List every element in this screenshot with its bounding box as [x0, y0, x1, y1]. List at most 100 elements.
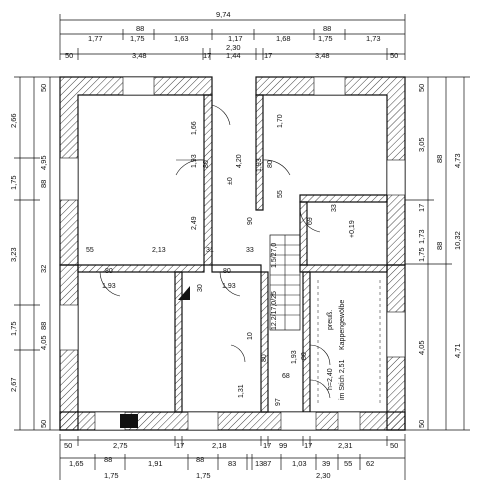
window-10 [337, 411, 361, 431]
bottom2-dim-2: 88 [104, 455, 112, 464]
bottom2-dim-9: 39 [322, 459, 330, 468]
label-w33b: 33 [331, 204, 338, 212]
top2-dim-6: 17 [264, 51, 272, 60]
top-dim-sub-1: 1,75 [130, 34, 145, 43]
inner-wall-middle-left [77, 264, 205, 273]
right-outer-3: 4,71 [453, 343, 462, 358]
top2-dim-5: 1,44 [226, 51, 241, 60]
top2-dim-8: 50 [390, 51, 398, 60]
left-outer-4: 1,75 [9, 321, 18, 336]
vault-dashed-lines [317, 280, 381, 405]
right-inner-2: 3,05 [417, 137, 426, 152]
room-labels: 1,66 80 1,93 1,70 1,93 80 4,20 ±0 +0,19 … [86, 114, 356, 406]
left-inner-3: 88 [39, 180, 48, 188]
label-w249: 2,49 [191, 216, 198, 230]
bottom2-dim-1: 1,65 [69, 459, 84, 468]
bottom-dim-8: 2,31 [338, 441, 353, 450]
inner-wall-middle-right [299, 264, 388, 273]
label-r1-d: 80 [203, 160, 210, 168]
bottom2-sub-2: 1,75 [196, 471, 211, 480]
outer-wall-top-left [59, 76, 213, 266]
top-dim-1: 1,77 [88, 34, 103, 43]
bottom-dim-2: 2,75 [113, 441, 128, 450]
inner-wall-lower-3 [302, 271, 311, 413]
right-inner-1: 50 [417, 84, 426, 92]
label-w33: 33 [246, 247, 254, 254]
label-r2-d2: 80 [267, 160, 274, 168]
window-4 [59, 304, 79, 351]
label-w90: 90 [247, 217, 254, 225]
bottom2-sub-3: 2,30 [316, 471, 331, 480]
right-dimension-chain: 50 3,05 17 1,73 1,75 4,05 50 88 88 4,73 … [405, 76, 470, 431]
inner-wall-lower-2 [260, 271, 269, 413]
label-w213: 2,13 [152, 247, 166, 254]
left-inner-6: 88 [39, 322, 48, 330]
left-outer-3: 3,23 [9, 247, 18, 262]
doors [99, 104, 331, 399]
label-stair-top: 1.5/27,0 [271, 243, 278, 268]
label-w193b: 1,93 [222, 283, 236, 290]
windows [59, 76, 406, 431]
top-dimension-chain: 9,74 1,77 88 1,63 1,17 1,68 88 1,73 1,75… [59, 10, 406, 60]
label-w55: 55 [86, 247, 94, 254]
label-level-019: +0,19 [349, 220, 356, 238]
window-5 [386, 159, 406, 196]
bottom2-dim-6: 13 [255, 459, 263, 468]
bottom2-sub-1: 1,75 [104, 471, 119, 480]
window-6 [386, 311, 406, 358]
hall-threshold [211, 264, 262, 273]
note-h240: h=2,40 [327, 368, 334, 390]
chimney-block [120, 414, 138, 428]
label-w30: 30 [197, 284, 204, 292]
left-dimension-chain: 2,66 1,75 3,23 1,75 2,67 50 4,95 88 32 4… [9, 76, 62, 431]
label-w69: 69 [307, 217, 314, 225]
window-3 [59, 157, 79, 201]
stairs [269, 234, 301, 331]
chimney-marker [178, 286, 190, 300]
right-outer-2: 10,32 [453, 231, 462, 250]
bottom-dim-4: 2,18 [212, 441, 227, 450]
label-r1-w: 1,66 [191, 121, 198, 135]
window-2 [313, 76, 346, 96]
bottom2-dim-3: 1,91 [148, 459, 163, 468]
bottom-dimension-chain: 50 2,75 17 2,18 17 99 17 2,31 50 1,65 88… [59, 434, 406, 480]
right-inner-4: 1,73 [417, 229, 426, 244]
bottom2-dim-11: 62 [366, 459, 374, 468]
bottom-dim-1: 50 [64, 441, 72, 450]
left-outer-5: 2,67 [9, 377, 18, 392]
label-w193a: 1,93 [102, 283, 116, 290]
bottom-dim-5: 17 [263, 441, 271, 450]
left-inner-7: 50 [39, 420, 48, 428]
bottom2-dim-5: 83 [228, 459, 236, 468]
label-w80b: 80 [223, 268, 231, 275]
door-arc-1 [175, 159, 205, 176]
right-outer-1b: 4,73 [453, 153, 462, 168]
top2-dim-4: 2,30 [226, 43, 241, 52]
left-inner-2: 4,95 [39, 155, 48, 170]
label-w80d: 80 [301, 352, 308, 360]
note-stich: im Stich 2,51 [339, 359, 346, 400]
bottom-dim-3: 17 [176, 441, 184, 450]
top-dim-sub-2: 1,75 [318, 34, 333, 43]
inner-wall-right-room [299, 194, 388, 203]
top2-dim-2: 3,48 [132, 51, 147, 60]
label-w10: 10 [247, 332, 254, 340]
top-dim-2: 88 [136, 24, 144, 33]
top2-dim-3: 17 [203, 51, 211, 60]
label-w97: 97 [275, 398, 282, 406]
inner-wall-hall-left [203, 94, 213, 266]
door-arc-8 [309, 344, 331, 366]
right-inner-5: 1,75 [417, 247, 426, 262]
bottom-dim-9: 50 [390, 441, 398, 450]
window-1 [122, 76, 155, 96]
top-dim-4: 1,17 [228, 34, 243, 43]
top2-dim-1: 50 [65, 51, 73, 60]
note-kappengewoelbe: Kappengewölbe [339, 300, 346, 350]
note-preuss: preuß. [327, 310, 334, 330]
label-w131: 1,31 [238, 384, 245, 398]
label-w31: 31 [206, 247, 214, 254]
right-inner-7: 50 [417, 420, 426, 428]
label-w55b: 55 [277, 190, 284, 198]
left-inner-5: 4,05 [39, 335, 48, 350]
